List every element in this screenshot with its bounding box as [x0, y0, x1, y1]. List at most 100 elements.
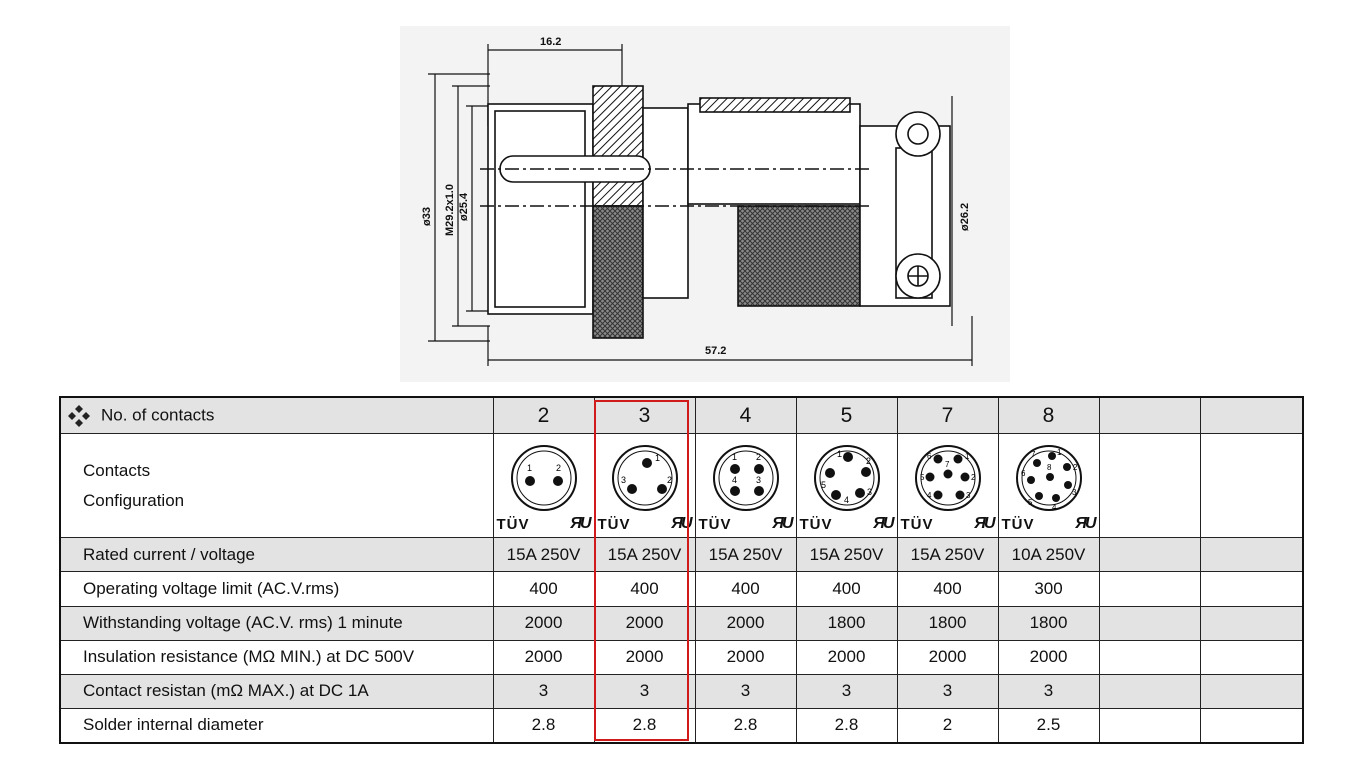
connector-technical-drawing: 16.2 57.2 ø33 M29.2x1.0 ø25.4 ø26.2 [400, 26, 1010, 382]
table-cell: 3 [593, 673, 696, 709]
table-cell: 2.8 [694, 707, 797, 744]
table-cell [1098, 537, 1201, 573]
tuv-mark: TÜV [496, 515, 530, 533]
header-col-8: 8 [997, 396, 1100, 435]
pin-label: 4 [732, 475, 737, 485]
pin-label: 4 [927, 491, 932, 500]
pin-label: 1 [527, 463, 532, 473]
table-cell: 400 [694, 571, 797, 607]
header-col-5: 5 [795, 396, 898, 435]
specification-table: No. of contacts 2 3 4 5 7 8 Contacts Con… [59, 396, 1304, 744]
config-cell-empty-1 [1098, 433, 1201, 539]
table-cell: 2000 [896, 639, 999, 675]
pin-label: 4 [1052, 503, 1057, 512]
table-cell: 3 [896, 673, 999, 709]
pin-label: 2 [1073, 463, 1078, 472]
row-label: Insulation resistance (MΩ MIN.) at DC 50… [59, 639, 494, 675]
pin-label: 1 [965, 452, 970, 461]
table-cell: 400 [896, 571, 999, 607]
table-cell [1199, 537, 1304, 573]
table-cell: 2000 [593, 605, 696, 641]
config-label-cell: Contacts Configuration [59, 433, 494, 539]
table-cell: 2.5 [997, 707, 1100, 744]
config-cell-empty-2 [1199, 433, 1304, 539]
ul-recognized-icon: ЯU [1075, 514, 1096, 532]
pin-layout-5-icon: 1 2 3 4 5 [813, 444, 880, 511]
dim-inner-diameter: ø25.4 [458, 192, 470, 221]
row-label: Withstanding voltage (AC.V. rms) 1 minut… [59, 605, 494, 641]
pin-label: 3 [867, 487, 872, 497]
config-cell-8: 1 2 3 4 5 6 7 8 TÜV ЯU [997, 433, 1100, 539]
header-label-cell: No. of contacts [59, 396, 494, 435]
table-cell: 10A 250V [997, 537, 1100, 573]
table-cell: 2000 [694, 605, 797, 641]
ul-recognized-icon: ЯU [671, 514, 692, 532]
ul-recognized-icon: ЯU [772, 514, 793, 532]
config-cell-4: 1 2 3 4 TÜV ЯU [694, 433, 797, 539]
tuv-mark: TÜV [698, 515, 732, 533]
table-cell [1199, 673, 1304, 709]
header-col-4: 4 [694, 396, 797, 435]
pin-label: 7 [945, 460, 950, 469]
table-cell: 2 [896, 707, 999, 744]
certification-marks: TÜV ЯU [696, 514, 795, 533]
certification-marks: TÜV ЯU [898, 515, 997, 533]
pin-label: 1 [732, 452, 737, 462]
table-row: Solder internal diameter 2.8 2.8 2.8 2.8… [59, 707, 1304, 744]
configuration-label: Configuration [83, 490, 185, 510]
pin-label: 3 [621, 475, 626, 485]
table-cell: 300 [997, 571, 1100, 607]
pin-label: 3 [966, 491, 971, 500]
pin-label: 2 [756, 452, 761, 462]
table-cell: 2.8 [795, 707, 898, 744]
table-row: Operating voltage limit (AC.V.rms) 400 4… [59, 571, 1304, 607]
table-cell: 2000 [997, 639, 1100, 675]
table-cell: 3 [492, 673, 595, 709]
table-cell: 2.8 [492, 707, 595, 744]
config-cell-3: 1 2 3 TÜV ЯU [593, 433, 696, 539]
header-col-empty-2 [1199, 396, 1304, 435]
table-row: Contact resistan (mΩ MAX.) at DC 1A 3 3 … [59, 673, 1304, 709]
pin-label: 6 [1021, 469, 1026, 478]
table-cell [1199, 571, 1304, 607]
table-cell: 15A 250V [694, 537, 797, 573]
pin-label: 7 [1031, 450, 1036, 459]
pin-layout-7-icon: 1 2 3 4 5 6 7 [914, 444, 981, 511]
tuv-mark: TÜV [799, 515, 833, 533]
pin-label: 2 [667, 475, 672, 485]
header-col-2: 2 [492, 396, 595, 435]
table-cell: 2000 [492, 605, 595, 641]
pin-label: 3 [1072, 488, 1077, 497]
row-label: Operating voltage limit (AC.V.rms) [59, 571, 494, 607]
table-cell [1199, 639, 1304, 675]
table-cell: 2000 [694, 639, 797, 675]
table-cell: 2000 [593, 639, 696, 675]
table-cell: 3 [694, 673, 797, 709]
table-cell [1098, 571, 1201, 607]
certification-marks: TÜV ЯU [999, 514, 1098, 533]
table-cell [1098, 639, 1201, 675]
pin-label: 5 [1028, 498, 1033, 507]
pin-label: 1 [655, 453, 660, 463]
certification-marks: TÜV ЯU [797, 514, 896, 533]
config-cell-7: 1 2 3 4 5 6 7 TÜV ЯU [896, 433, 999, 539]
pin-label: 5 [920, 473, 925, 482]
table-cell: 400 [795, 571, 898, 607]
table-cell [1098, 707, 1201, 744]
ul-recognized-icon: ЯU [873, 514, 894, 532]
pin-layout-8-icon: 1 2 3 4 5 6 7 8 [1015, 444, 1082, 512]
table-cell [1098, 673, 1201, 709]
pin-label: 4 [844, 495, 849, 505]
table-cell [1098, 605, 1201, 641]
table-cell: 1800 [997, 605, 1100, 641]
contacts-label: Contacts [83, 460, 151, 480]
table-cell: 1800 [795, 605, 898, 641]
header-col-empty-1 [1098, 396, 1201, 435]
tuv-mark: TÜV [597, 515, 631, 533]
header-col-7: 7 [896, 396, 999, 435]
table-cell: 15A 250V [593, 537, 696, 573]
pin-label: 6 [927, 452, 932, 461]
header-row: No. of contacts 2 3 4 5 7 8 [59, 396, 1304, 435]
table-cell: 2.8 [593, 707, 696, 744]
pin-label: 1 [837, 449, 842, 459]
